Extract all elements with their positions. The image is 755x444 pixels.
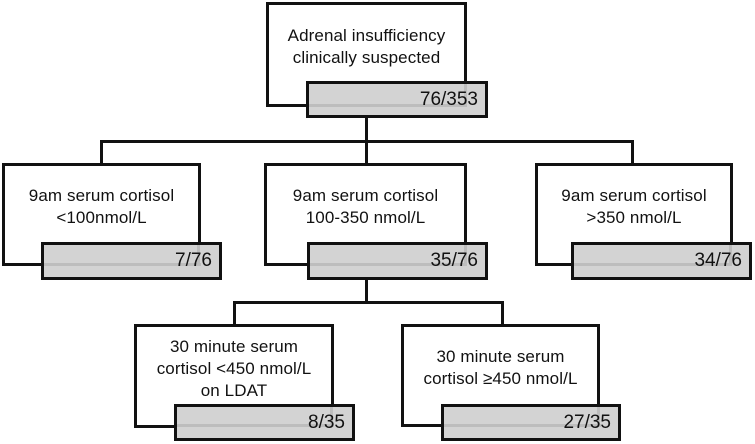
node-cortisol-high-line2: >350 nmol/L [586, 207, 682, 227]
connector-level2-horizontal [233, 301, 504, 304]
node-ldat-low-line2: cortisol <450 nmol/L [156, 359, 312, 378]
ghost-box-edge-horizontal [310, 263, 467, 266]
node-ldat-high-stat-bar: 27/35 [441, 404, 621, 441]
node-cortisol-mid-stat-bar: 35/76 [307, 242, 488, 280]
node-ldat-low-stat-bar: 8/35 [174, 404, 355, 441]
node-cortisol-high-stat: 34/76 [694, 250, 742, 271]
node-cortisol-mid-stat: 35/76 [430, 250, 478, 271]
ghost-box-edge-horizontal [444, 424, 601, 427]
connector-level1-left-drop [100, 140, 103, 166]
node-cortisol-low-stat-bar: 7/76 [41, 242, 222, 280]
node-cortisol-low-stat: 7/76 [175, 250, 212, 271]
node-cortisol-low-line2: <100nmol/L [56, 207, 147, 227]
connector-level1-horizontal [100, 140, 634, 143]
ghost-box-edge-vertical [464, 245, 467, 266]
node-root-stat-bar: 76/353 [306, 81, 488, 118]
node-cortisol-high-line1: 9am serum cortisol [561, 185, 707, 205]
node-cortisol-low-line1: 9am serum cortisol [28, 185, 175, 205]
ghost-box-edge-vertical [729, 245, 732, 266]
node-root-stat: 76/353 [419, 88, 478, 110]
node-root-line2: clinically suspected [292, 47, 441, 67]
ghost-box-edge-horizontal [44, 263, 201, 266]
node-ldat-high-line2: cortisol ≥450 nmol/L [423, 368, 578, 388]
ghost-box-edge-horizontal [574, 263, 731, 266]
node-ldat-high-line1: 30 minute serum [436, 346, 565, 366]
ghost-box-edge-vertical [464, 84, 467, 107]
node-cortisol-mid-line1: 9am serum cortisol [292, 185, 439, 205]
ghost-box-edge-vertical [197, 245, 200, 266]
node-cortisol-high-stat-bar: 34/76 [571, 242, 752, 280]
node-cortisol-mid-line2: 100-350 nmol/L [305, 207, 426, 227]
ghost-box-edge-horizontal [177, 424, 334, 427]
node-ldat-high-stat: 27/35 [563, 411, 611, 433]
connector-level2-right-drop [501, 301, 504, 328]
node-ldat-low-line3: on LDAT [200, 381, 268, 400]
ghost-box-edge-vertical [597, 407, 600, 427]
node-root-line1: Adrenal insufficiency [287, 25, 446, 45]
ghost-box-edge-vertical [330, 407, 333, 427]
connector-level2-left-drop [233, 301, 236, 328]
connector-level1-right-drop [631, 140, 634, 166]
ghost-box-edge-horizontal [309, 104, 466, 107]
connector-mid-feed-vertical [365, 278, 368, 304]
node-ldat-low-line1: 30 minute serum [169, 337, 299, 356]
node-ldat-low-stat: 8/35 [308, 411, 345, 433]
